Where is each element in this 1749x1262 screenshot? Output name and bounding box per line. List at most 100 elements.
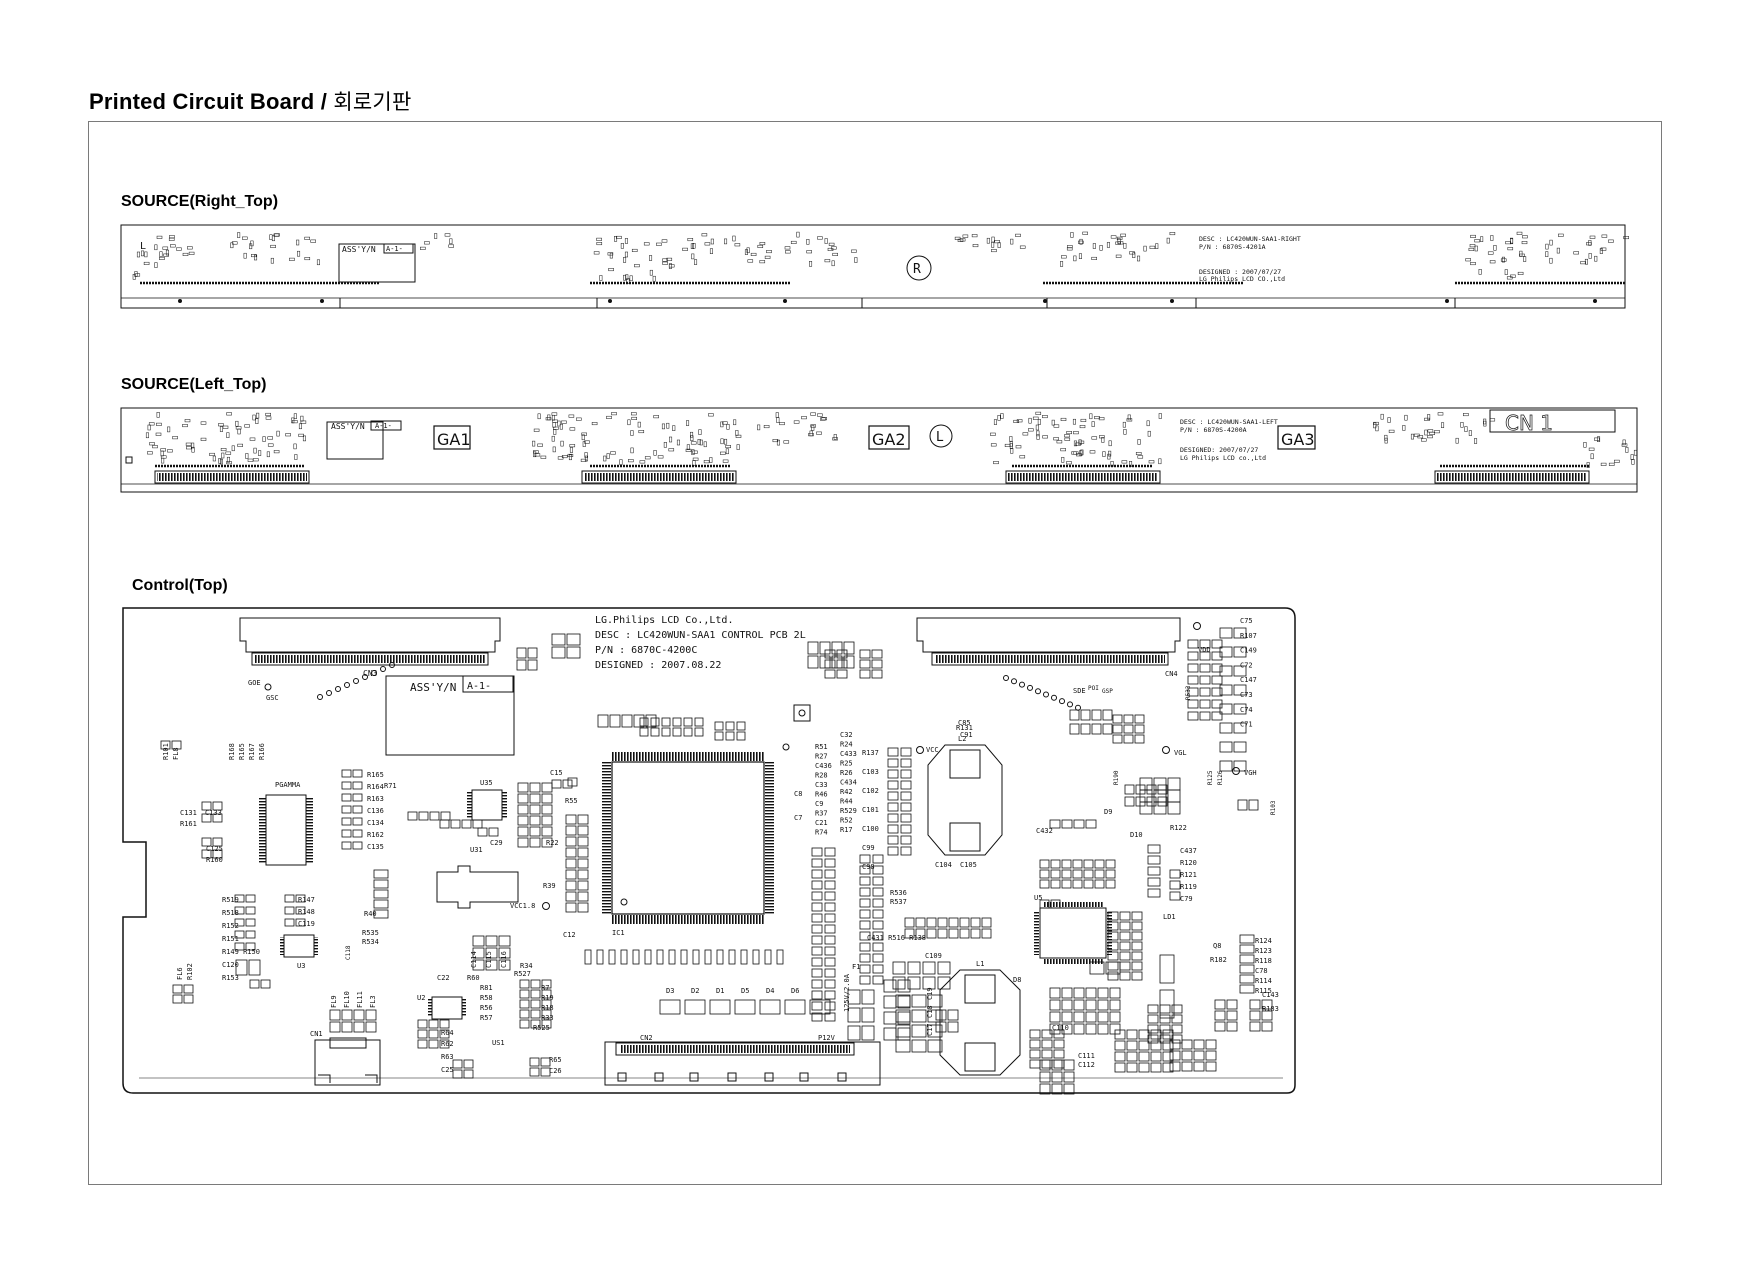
smd-part [532,440,536,447]
smd-part [807,641,819,655]
smd-part [1119,951,1131,961]
ref-designator: C436 [815,762,832,770]
d8-label: D8 [1013,976,1021,984]
smd-part [444,233,451,237]
r534-label: R534 [362,938,379,946]
smd-part [662,261,668,265]
smd-part [1053,1029,1065,1039]
smd-part [824,946,836,956]
smd-part [1187,687,1199,697]
smd-part [434,233,438,239]
ref-designator: R166 [258,743,266,760]
smd-part [186,446,192,450]
smd-part [1116,236,1123,240]
smd-part [1143,245,1147,252]
ref-designator: R149 R150 [222,948,260,956]
diode-label: D3 [666,987,674,995]
ref-designator: R121 [1180,871,1197,879]
smd-part [1069,709,1080,721]
smd-part [663,442,667,448]
smd-part [1239,954,1255,964]
smd-part [1107,971,1119,981]
c7-label: C7 [794,814,802,822]
smd-part [1169,869,1181,879]
smd-part [1072,869,1083,879]
smd-part [1402,425,1406,431]
smd-part [962,234,969,238]
c91-label: C91 [960,731,973,739]
smd-part [750,252,757,256]
ref-designator: R161 [180,820,197,828]
smd-part [606,415,612,419]
smd-part [847,989,861,1005]
smd-part [1067,245,1073,249]
smd-part [861,989,875,1005]
smd-part [541,826,553,837]
smd-part [1112,734,1123,744]
smd-part [553,429,557,435]
smd-part [1094,869,1105,879]
smd-part [1134,724,1145,734]
connector-tab [837,1072,847,1082]
left-designed: DESIGNED: 2007/07/27 [1180,446,1258,454]
smd-part [816,431,822,435]
smd-part [256,412,260,419]
smd-part [1558,233,1564,237]
right-board-parts [132,231,1629,285]
smd-part [291,417,295,424]
smd-part [610,451,616,455]
smd-part [1500,258,1507,262]
smd-part [1614,459,1620,463]
ref-designator: R165 [238,743,246,760]
diode-label: D1 [716,987,724,995]
smd-part [637,421,641,428]
connector-tab [654,1072,664,1082]
smd-part [772,439,779,443]
smd-part [245,930,256,939]
smd-part [720,451,726,455]
smd-part [1078,440,1085,444]
smd-part [1239,974,1255,984]
smd-part [577,814,589,825]
ref-designator: R51 [815,743,828,751]
smd-part [872,865,884,875]
smd-part [1049,1023,1061,1035]
fiducial [798,709,806,717]
smd-part [1233,665,1247,677]
smd-part [1019,455,1026,459]
smd-part [237,443,243,447]
smd-part [872,887,884,897]
smd-part [725,448,729,455]
vdd-label: VDD [1198,646,1211,654]
ref-designator: C114 [470,951,478,968]
smd-part [1211,675,1223,685]
ref-designator: R151 [222,935,239,943]
smd-part [260,979,271,989]
smd-part [1073,1023,1085,1035]
smd-part [859,649,871,659]
ref-designator: C147 [1240,676,1257,684]
ref-designator: C115 [485,951,493,968]
smd-part [1073,431,1079,435]
smd-part [1039,1083,1051,1095]
smd-part [666,257,673,261]
smd-part [352,781,363,790]
smd-part [584,455,588,462]
diode-label: D6 [791,987,799,995]
smd-part [341,1021,353,1033]
smd-part [440,811,451,821]
control-pn: P/N : 6870C-4200C [595,645,697,656]
smd-part [824,238,828,244]
smd-part [740,949,748,965]
smd-part [1075,442,1081,446]
smd-part [1181,1061,1193,1072]
smd-part [235,426,242,430]
smd-part [708,413,714,417]
smd-part [577,869,589,880]
smd-part [851,249,857,253]
smd-part [1517,271,1524,275]
control-board-outline [122,607,1296,1094]
smd-part [1187,675,1199,685]
d9-label: D9 [1104,808,1112,816]
smd-part [623,274,627,281]
